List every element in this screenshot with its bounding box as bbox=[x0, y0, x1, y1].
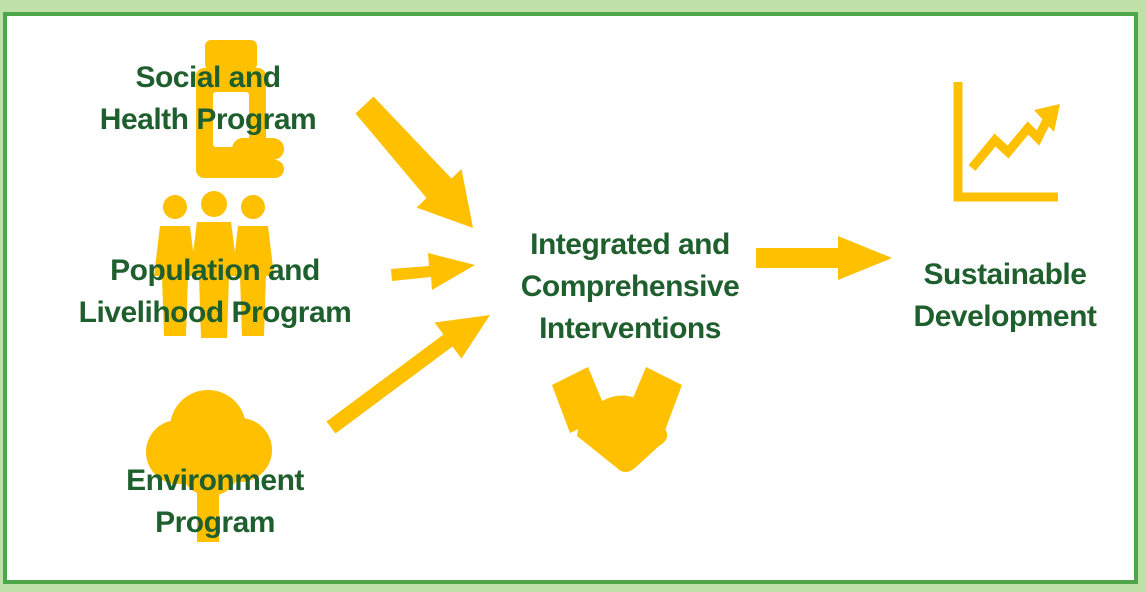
node-environment: Environment Program bbox=[85, 460, 345, 544]
arrow-population-to-integrated bbox=[391, 253, 475, 290]
tree-icon bbox=[146, 390, 272, 542]
node-population-livelihood: Population and Livelihood Program bbox=[40, 250, 390, 334]
node-label-line: Environment bbox=[126, 464, 304, 497]
medicine-bottle-pills-icon bbox=[196, 40, 284, 178]
node-label-line: Program bbox=[155, 506, 275, 539]
node-label-line: Population and bbox=[110, 254, 320, 287]
node-label-line: Social and bbox=[135, 61, 281, 94]
node-label-line: Comprehensive bbox=[520, 270, 740, 303]
arrow-environment-to-integrated bbox=[326, 315, 490, 434]
node-label-line: Health Program bbox=[99, 103, 317, 136]
node-label-line: Interventions bbox=[539, 312, 721, 345]
node-label-line: Development bbox=[913, 300, 1097, 333]
people-group-icon bbox=[154, 191, 274, 338]
growth-chart-icon bbox=[953, 82, 1060, 202]
node-label-line: Integrated and bbox=[530, 228, 730, 261]
node-social-health: Social and Health Program bbox=[58, 57, 358, 141]
node-sustainable: Sustainable Development bbox=[880, 254, 1130, 338]
arrow-social-to-integrated bbox=[355, 96, 473, 228]
node-label-line: Sustainable bbox=[923, 258, 1087, 291]
node-integrated: Integrated and Comprehensive Interventio… bbox=[480, 224, 780, 350]
node-label-line: Livelihood Program bbox=[78, 296, 352, 329]
arrow-integrated-to-sustainable bbox=[756, 236, 892, 280]
arrows bbox=[326, 96, 892, 434]
handshake-icon bbox=[552, 367, 682, 472]
